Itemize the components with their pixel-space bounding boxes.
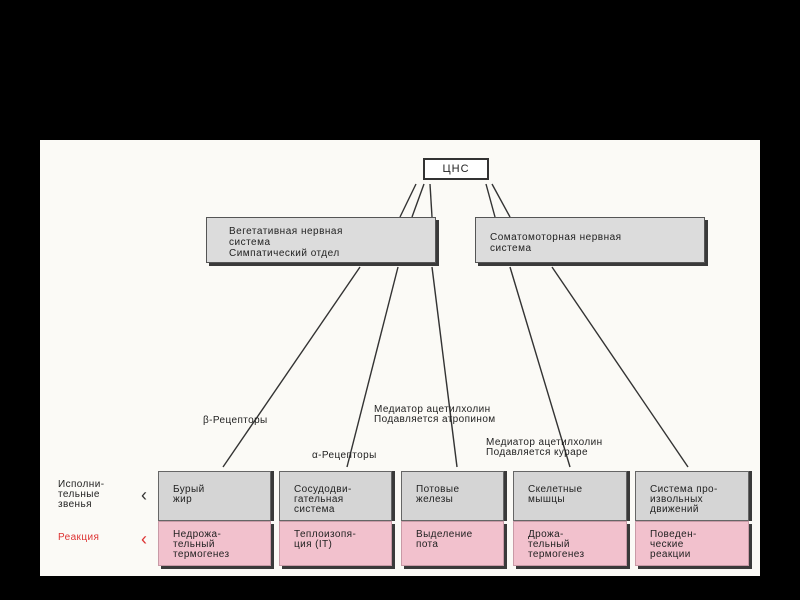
effector-skeletal-muscles: Скелетные мышцы <box>513 471 627 521</box>
connector-lines <box>222 183 689 468</box>
line-cns-veg-1 <box>399 183 417 218</box>
line-skeletal <box>509 266 571 468</box>
reaction-sweating: Выделение пота <box>401 521 504 566</box>
mediator-curare-label: Медиатор ацетилхолин Подавляется кураре <box>486 437 603 458</box>
reaction-shivering-thermogenesis: Дрожа- тельный термогенез <box>513 521 627 566</box>
line-alpha <box>346 266 399 468</box>
effector-voluntary-movement: Система про- извольных движений <box>635 471 749 521</box>
alpha-receptors-label: α-Рецепторы <box>312 450 377 461</box>
line-movement <box>551 266 689 468</box>
vegetative-system-box: Вегетативная нервная система Симпатическ… <box>206 217 436 263</box>
mediator-atropine-label: Медиатор ацетилхолин Подавляется атропин… <box>374 404 496 425</box>
effector-brown-fat: Бурый жир <box>158 471 271 521</box>
reaction-nonshivering-thermogenesis: Недрожа- тельный термогенез <box>158 521 271 566</box>
effector-sweat-glands: Потовые железы <box>401 471 504 521</box>
line-cns-som-2 <box>491 183 511 218</box>
diagram-panel: ЦНС Вегетативная нервная система Симпати… <box>40 140 760 576</box>
cns-box: ЦНС <box>423 158 489 180</box>
line-cns-sweat <box>429 183 433 218</box>
somatic-system-box: Соматомоторная нервная система <box>475 217 705 263</box>
chevron-left-icon: ‹ <box>141 529 147 549</box>
line-cns-som-1 <box>485 183 496 218</box>
effector-vasomotor: Сосудодви- гательная система <box>279 471 392 521</box>
vegetative-label: Вегетативная нервная система Симпатическ… <box>229 226 343 259</box>
line-cns-veg-2 <box>411 183 425 218</box>
cns-label: ЦНС <box>442 163 470 175</box>
beta-receptors-label: β-Рецепторы <box>203 415 268 426</box>
effectors-row-label: Исполни- тельные звенья <box>58 479 105 510</box>
chevron-left-icon: ‹ <box>141 485 147 505</box>
reaction-thermal-insulation: Теплоизопя- ция (IT) <box>279 521 392 566</box>
reaction-behavioral: Поведен- ческие реакции <box>635 521 749 566</box>
line-beta <box>222 266 361 468</box>
somatic-label: Соматомоторная нервная система <box>490 232 622 254</box>
line-sweat <box>431 266 458 468</box>
reaction-row-label: Реакция <box>58 532 100 543</box>
